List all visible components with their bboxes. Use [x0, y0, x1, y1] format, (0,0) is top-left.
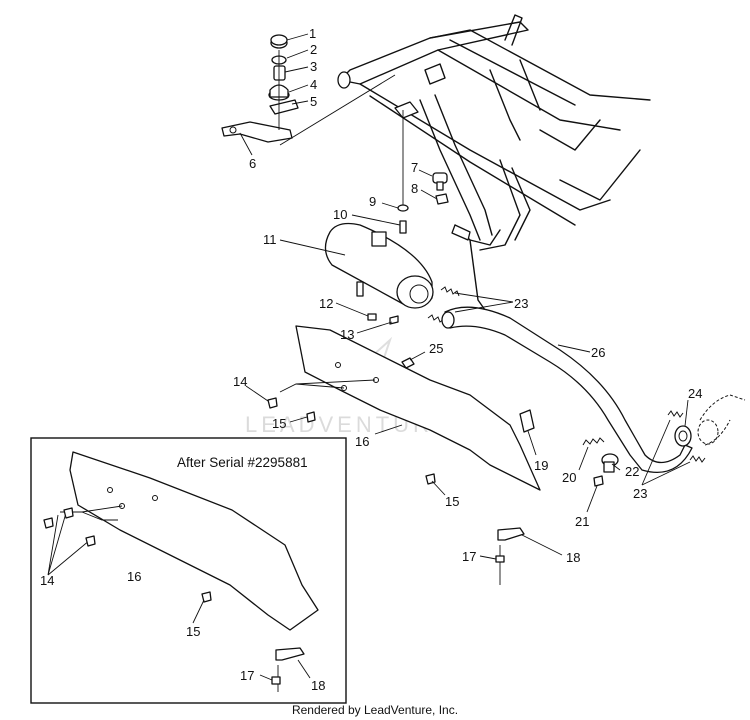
- part-18-clamp: [497, 527, 525, 541]
- callout-21: 21: [575, 514, 589, 529]
- chassis-frame: [337, 14, 651, 311]
- callout-17: 17: [462, 549, 476, 564]
- part-6-mount-plate: [221, 121, 293, 143]
- spring-right-upper: [667, 410, 684, 418]
- callout-14: 14: [233, 374, 247, 389]
- footer-credit: Rendered by LeadVenture, Inc.: [291, 703, 459, 717]
- inset-part-18: [275, 647, 305, 661]
- callout-22: 22: [625, 464, 639, 479]
- muffler-tab: [371, 231, 387, 247]
- inset-part-17: [271, 676, 281, 685]
- inset-title: After Serial #2295881: [177, 455, 308, 470]
- part-8-nut: [435, 193, 449, 205]
- callout-23-upper: 23: [514, 296, 528, 311]
- part-9-washer: [397, 204, 409, 212]
- callout-11: 11: [263, 232, 277, 247]
- part-21-nut: [593, 475, 604, 487]
- inset-callout-18: 18: [311, 678, 325, 693]
- callout-2: 2: [310, 42, 317, 57]
- part-17-screw: [495, 555, 505, 563]
- inset-part-15: [201, 591, 212, 603]
- inset-callout-14: 14: [40, 573, 54, 588]
- callout-8: 8: [411, 181, 418, 196]
- exhaust-pipe: [441, 306, 746, 487]
- callout-3: 3: [310, 59, 317, 74]
- part-14-screw: [267, 397, 278, 409]
- inset-panel: After Serial #2295881: [30, 437, 347, 704]
- callout-7: 7: [411, 160, 418, 175]
- inset-part-14-a: [43, 517, 54, 529]
- callout-10: 10: [333, 207, 347, 222]
- inset-part-14-b: [63, 507, 74, 519]
- leader-lines: [192, 33, 691, 681]
- callout-23-lower: 23: [633, 486, 647, 501]
- inset-part-14-c: [85, 535, 96, 547]
- hardware-7-10: [397, 110, 449, 234]
- heat-shield: [267, 325, 541, 585]
- callout-1: 1: [309, 26, 316, 41]
- inset-callout-15: 15: [186, 624, 200, 639]
- inset-heat-shield: [69, 451, 319, 631]
- callouts: 1 2 3 4 5 6 7 8 9 10 11 12 13 14 15 16 1…: [40, 26, 702, 693]
- callout-15-lower: 15: [445, 494, 459, 509]
- callout-15-upper: 15: [272, 416, 286, 431]
- inset-callout-16: 16: [127, 569, 141, 584]
- spring-upper: [440, 286, 460, 297]
- callout-18: 18: [566, 550, 580, 565]
- spring-right-lower: [689, 455, 706, 463]
- callout-9: 9: [369, 194, 376, 209]
- part-24-gasket: [674, 425, 692, 447]
- part-13-nut: [389, 315, 399, 325]
- mounting-hardware: [221, 34, 396, 146]
- callout-6: 6: [249, 156, 256, 171]
- part-19-bracket: [519, 409, 535, 433]
- part-10-bolt: [399, 220, 407, 234]
- callout-5: 5: [310, 94, 317, 109]
- part-12-bolt: [367, 313, 377, 321]
- part-15-screw-upper: [306, 411, 316, 423]
- part-25-clip: [401, 357, 415, 369]
- callout-16: 16: [355, 434, 369, 449]
- callout-4: 4: [310, 77, 317, 92]
- callout-19: 19: [534, 458, 548, 473]
- callout-12: 12: [319, 296, 333, 311]
- callout-24: 24: [688, 386, 702, 401]
- callout-20: 20: [562, 470, 576, 485]
- part-20-spring: [582, 437, 605, 446]
- part-5-bracket: [269, 99, 299, 115]
- callout-13: 13: [340, 327, 354, 342]
- callout-25: 25: [429, 341, 443, 356]
- part-3-spacer: [273, 65, 286, 81]
- inset-callout-17: 17: [240, 668, 254, 683]
- callout-26: 26: [591, 345, 605, 360]
- muffler: [324, 222, 460, 325]
